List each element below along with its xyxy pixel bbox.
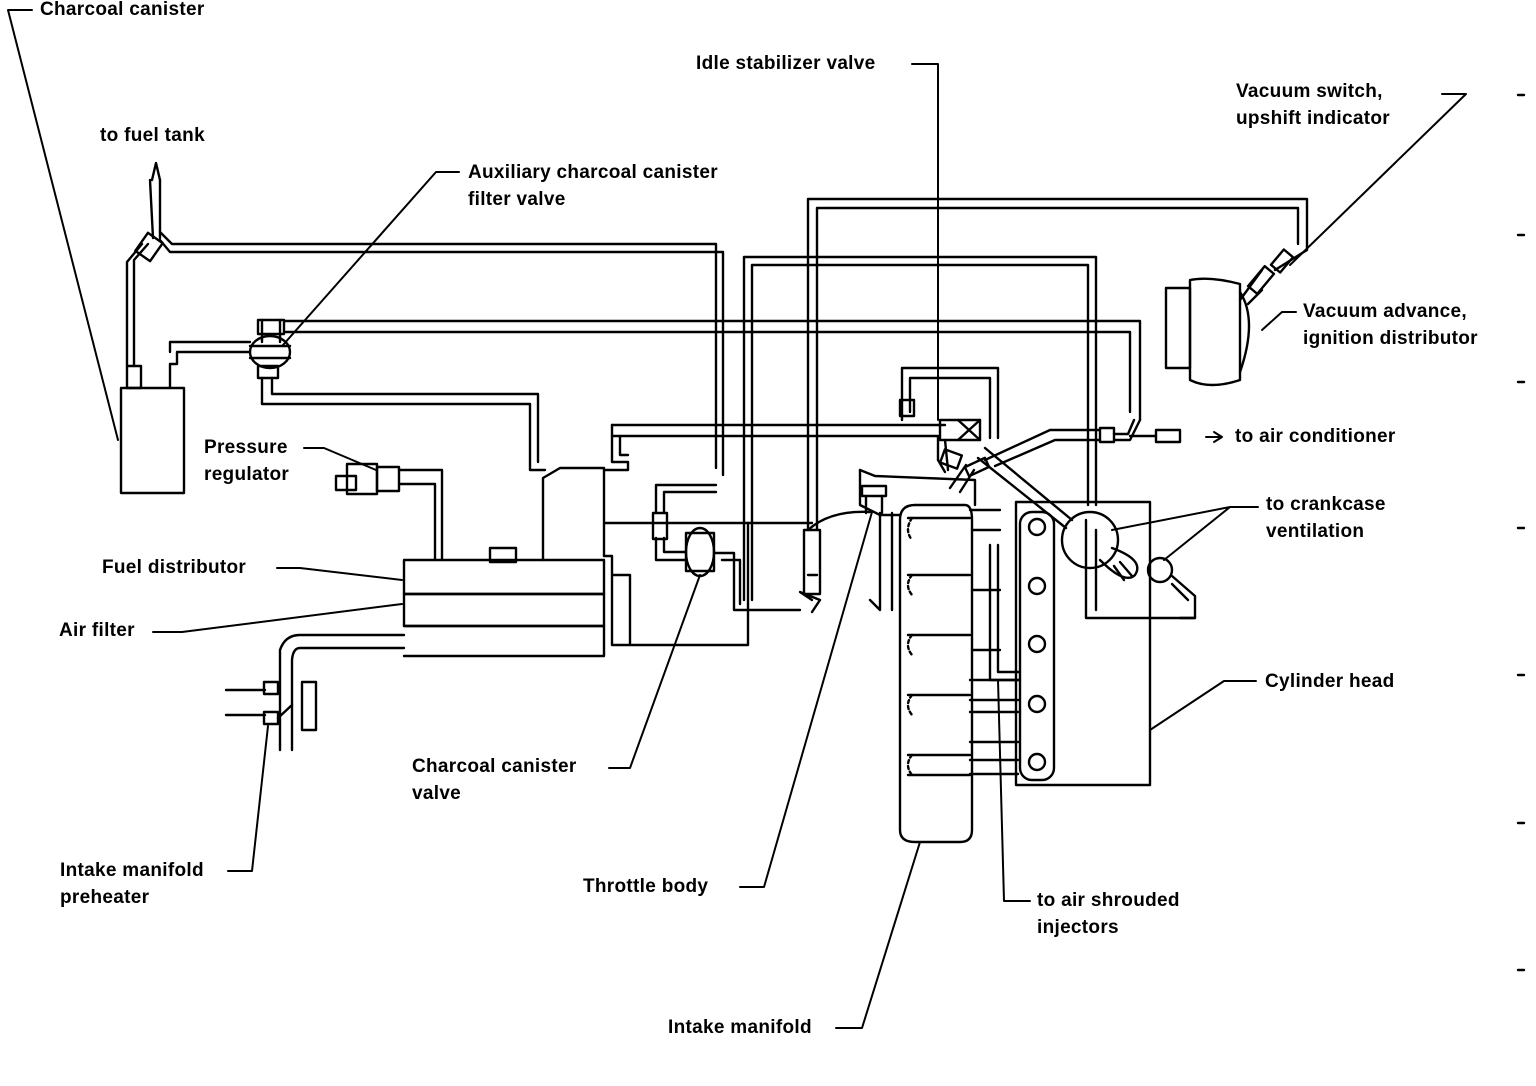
throttle-body bbox=[798, 484, 894, 614]
charcoal-canister-valve bbox=[651, 483, 802, 612]
label-to-crankcase-ventilation: to crankcase ventilation bbox=[1266, 494, 1386, 542]
label-vacuum-advance: Vacuum advance, ignition distributor bbox=[1303, 301, 1478, 349]
label-aux-canister-filter-valve: Auxiliary charcoal canister filter valve bbox=[468, 162, 718, 210]
vacuum-advance-distributor bbox=[1164, 277, 1264, 387]
label-idle-stabilizer-valve: Idle stabilizer valve bbox=[696, 53, 876, 74]
label-charcoal-canister-valve: Charcoal canister valve bbox=[412, 756, 577, 804]
charcoal-canister bbox=[119, 161, 725, 495]
label-to-air-conditioner: to air conditioner bbox=[1235, 426, 1396, 447]
fuel-distributor-air-filter bbox=[402, 466, 814, 658]
leader-lines bbox=[7, 9, 1467, 1029]
label-intake-manifold: Intake manifold bbox=[668, 1017, 812, 1038]
edge-ticks bbox=[1516, 93, 1526, 972]
label-air-filter: Air filter bbox=[59, 620, 135, 641]
label-fuel-distributor: Fuel distributor bbox=[102, 557, 247, 578]
pressure-regulator bbox=[334, 462, 444, 562]
label-intake-manifold-preheater: Intake manifold preheater bbox=[60, 860, 204, 908]
intake-manifold bbox=[858, 468, 1002, 844]
cylinder-head bbox=[968, 500, 1197, 787]
idle-stabilizer-valve bbox=[602, 366, 1000, 494]
label-throttle-body: Throttle body bbox=[583, 876, 709, 897]
label-charcoal-canister: Charcoal canister bbox=[40, 0, 205, 20]
label-to-fuel-tank: to fuel tank bbox=[100, 125, 205, 146]
intake-preheater bbox=[224, 633, 406, 752]
label-pressure-regulator: Pressure regulator bbox=[204, 437, 290, 485]
upper-vacuum-lines bbox=[742, 197, 1309, 602]
label-to-air-shrouded-injectors: to air shrouded injectors bbox=[1037, 890, 1180, 938]
label-vacuum-switch: Vacuum switch, upshift indicator bbox=[1236, 81, 1390, 129]
label-cylinder-head: Cylinder head bbox=[1265, 671, 1395, 692]
aux-canister-filter-valve bbox=[248, 318, 1142, 472]
air-conditioner-line bbox=[983, 418, 1182, 468]
